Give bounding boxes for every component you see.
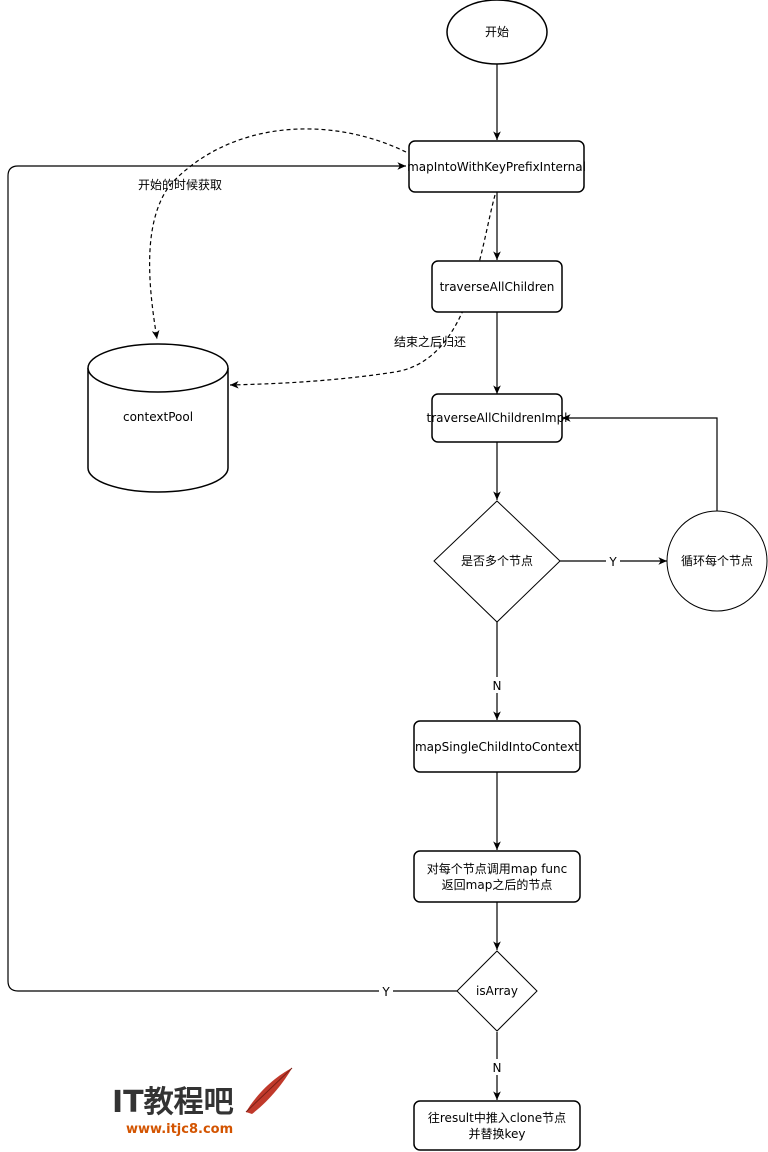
nodes: 开始 mapIntoWithKeyPrefixInternal traverse…	[87, 0, 768, 1151]
loop-each-node	[666, 510, 768, 612]
label-array-yes: Y	[381, 985, 390, 999]
push-clone-label-line1: 往result中推入clone节点	[428, 1110, 566, 1125]
label-multiple-no: N	[493, 679, 502, 693]
edge-isarray-loop-back	[7, 162, 457, 992]
edge-return-context	[229, 194, 496, 389]
label-array-no: N	[493, 1061, 502, 1075]
push-clone-label-line2: 并替换key	[468, 1127, 525, 1141]
label-multiple-yes: Y	[608, 555, 617, 569]
is-array-label: isArray	[476, 984, 518, 998]
edges	[7, 64, 718, 1100]
context-pool-cylinder	[87, 343, 229, 493]
traverse-all-children-node	[431, 260, 563, 313]
map-into-with-key-prefix-internal-node	[408, 140, 585, 193]
is-multiple-nodes-label: 是否多个节点	[461, 554, 533, 568]
is-array-decision	[456, 950, 538, 1032]
watermark-logo: IT教程吧 www.itjc8.com	[112, 1067, 293, 1137]
loop-each-node-label: 循环每个节点	[681, 553, 753, 568]
traverse-all-children-impl-node	[431, 393, 563, 443]
context-pool-label: contextPool	[123, 410, 193, 424]
watermark-logo-text: IT教程吧	[112, 1085, 234, 1120]
push-clone-node	[413, 1100, 581, 1151]
is-multiple-nodes-decision	[433, 500, 561, 623]
call-map-func-label-line2: 返回map之后的节点	[442, 877, 553, 892]
map-into-with-key-prefix-internal-label: mapIntoWithKeyPrefixInternal	[407, 160, 586, 174]
call-map-func-label-line1: 对每个节点调用map func	[427, 861, 568, 876]
watermark-url: www.itjc8.com	[126, 1122, 233, 1137]
label-return-at-end: 结束之后归还	[394, 335, 466, 349]
map-single-child-into-context-label: mapSingleChildIntoContext	[415, 740, 579, 754]
edge-acquire-context	[149, 128, 407, 340]
edge-loop-to-impl	[562, 414, 718, 511]
traverse-all-children-label: traverseAllChildren	[440, 280, 555, 294]
traverse-all-children-impl-label: traverseAllChildrenImpl	[426, 411, 567, 425]
start-label: 开始	[485, 25, 509, 39]
edge-labels: 开始的时候获取 结束之后归还 Y N Y N	[138, 177, 620, 1075]
map-single-child-into-context-node	[413, 720, 581, 773]
label-acquire-at-start: 开始的时候获取	[138, 177, 222, 192]
start-node	[446, 0, 548, 65]
call-map-func-node	[413, 850, 581, 903]
